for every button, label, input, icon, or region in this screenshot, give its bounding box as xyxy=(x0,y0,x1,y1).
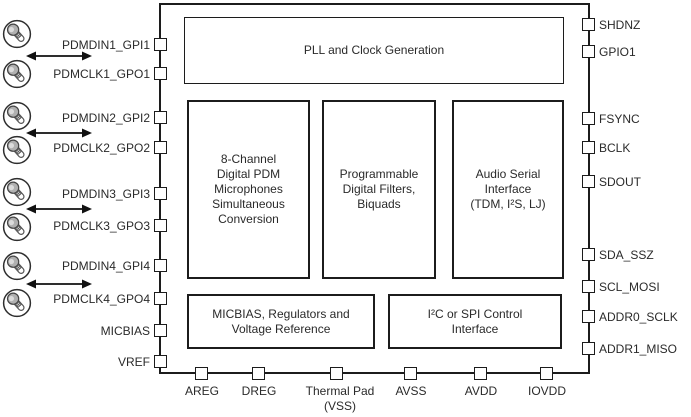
pin-label-gpio1: GPIO1 xyxy=(599,45,636,59)
pin-label-pdmclk3-gpo3: PDMCLK3_GPO3 xyxy=(53,219,150,233)
bidirectional-arrow-icon xyxy=(25,203,93,215)
pin-square xyxy=(154,292,167,305)
block-control-interface-label: I²C or SPI Control Interface xyxy=(427,306,523,336)
pin-label-bclk: BCLK xyxy=(599,141,631,155)
pin-label-addr1-miso: ADDR1_MISO xyxy=(599,342,678,356)
pin-square xyxy=(154,111,167,124)
pin-square xyxy=(195,367,208,380)
pin-label-scl-mosi: SCL_MOSI xyxy=(599,280,660,294)
block-pll-label: PLL and Clock Generation xyxy=(303,43,445,57)
pin-square xyxy=(154,355,167,368)
block-pdm-conversion-label: 8-Channel Digital PDM Microphones Simult… xyxy=(212,152,285,226)
pin-label-pdmclk2-gpo2: PDMCLK2_GPO2 xyxy=(53,141,150,155)
bidirectional-arrow-icon xyxy=(25,127,93,139)
pin-label-sdout: SDOUT xyxy=(599,175,641,189)
pin-label-addr0-sclk: ADDR0_SCLK xyxy=(599,310,678,324)
pin-square xyxy=(252,367,265,380)
pin-square xyxy=(154,324,167,337)
pin-label-micbias: MICBIAS xyxy=(100,324,150,338)
block-micbias-regulators-label: MICBIAS, Regulators and Voltage Referenc… xyxy=(212,306,350,336)
pin-label-vref: VREF xyxy=(117,355,150,369)
pin-square xyxy=(582,248,595,261)
pin-label-iovdd: IOVDD xyxy=(527,384,566,398)
pin-square xyxy=(582,18,595,31)
pin-square xyxy=(582,45,595,58)
block-audio-serial-interface-label: Audio Serial Interface (TDM, I²S, LJ) xyxy=(470,167,546,211)
pin-label-sda-ssz: SDA_SSZ xyxy=(599,248,654,262)
pin-label-thermal-pad-vss: Thermal Pad (VSS) xyxy=(305,384,375,413)
pin-label-fsync: FSYNC xyxy=(599,112,640,126)
pin-square xyxy=(154,219,167,232)
bidirectional-arrow-icon xyxy=(25,278,93,290)
block-digital-filters-label: Programmable Digital Filters, Biquads xyxy=(339,167,419,211)
block-audio-serial-interface: Audio Serial Interface (TDM, I²S, LJ) xyxy=(452,100,564,279)
pin-square xyxy=(582,342,595,355)
pin-label-dreg: DREG xyxy=(241,384,277,398)
pin-label-pdmclk4-gpo4: PDMCLK4_GPO4 xyxy=(53,292,150,306)
pin-label-pdmdin3-gpi3: PDMDIN3_GPI3 xyxy=(61,187,150,201)
pin-square xyxy=(582,175,595,188)
pin-label-avdd: AVDD xyxy=(464,384,498,398)
pin-square xyxy=(582,310,595,323)
pin-label-avss: AVSS xyxy=(395,384,427,398)
pin-label-shdnz: SHDNZ xyxy=(599,18,641,32)
pin-square xyxy=(154,141,167,154)
block-micbias-regulators: MICBIAS, Regulators and Voltage Referenc… xyxy=(187,294,375,349)
block-pll: PLL and Clock Generation xyxy=(184,17,564,84)
pin-square xyxy=(582,280,595,293)
pin-label-pdmdin2-gpi2: PDMDIN2_GPI2 xyxy=(61,111,150,125)
pin-square xyxy=(154,67,167,80)
block-control-interface: I²C or SPI Control Interface xyxy=(388,294,562,349)
pin-label-pdmdin1-gpi1: PDMDIN1_GPI1 xyxy=(61,38,150,52)
pin-label-areg: AREG xyxy=(184,384,219,398)
pin-square xyxy=(330,367,343,380)
block-pdm-conversion: 8-Channel Digital PDM Microphones Simult… xyxy=(187,100,310,279)
pin-square xyxy=(154,187,167,200)
pin-label-pdmclk1-gpo1: PDMCLK1_GPO1 xyxy=(53,67,150,81)
pin-square xyxy=(154,259,167,272)
pin-square xyxy=(540,367,553,380)
pin-square xyxy=(582,112,595,125)
pin-label-pdmdin4-gpi4: PDMDIN4_GPI4 xyxy=(61,259,150,273)
pin-square xyxy=(582,141,595,154)
block-digital-filters: Programmable Digital Filters, Biquads xyxy=(322,100,436,279)
pin-square xyxy=(154,38,167,51)
pin-square xyxy=(474,367,487,380)
pin-square xyxy=(404,367,417,380)
